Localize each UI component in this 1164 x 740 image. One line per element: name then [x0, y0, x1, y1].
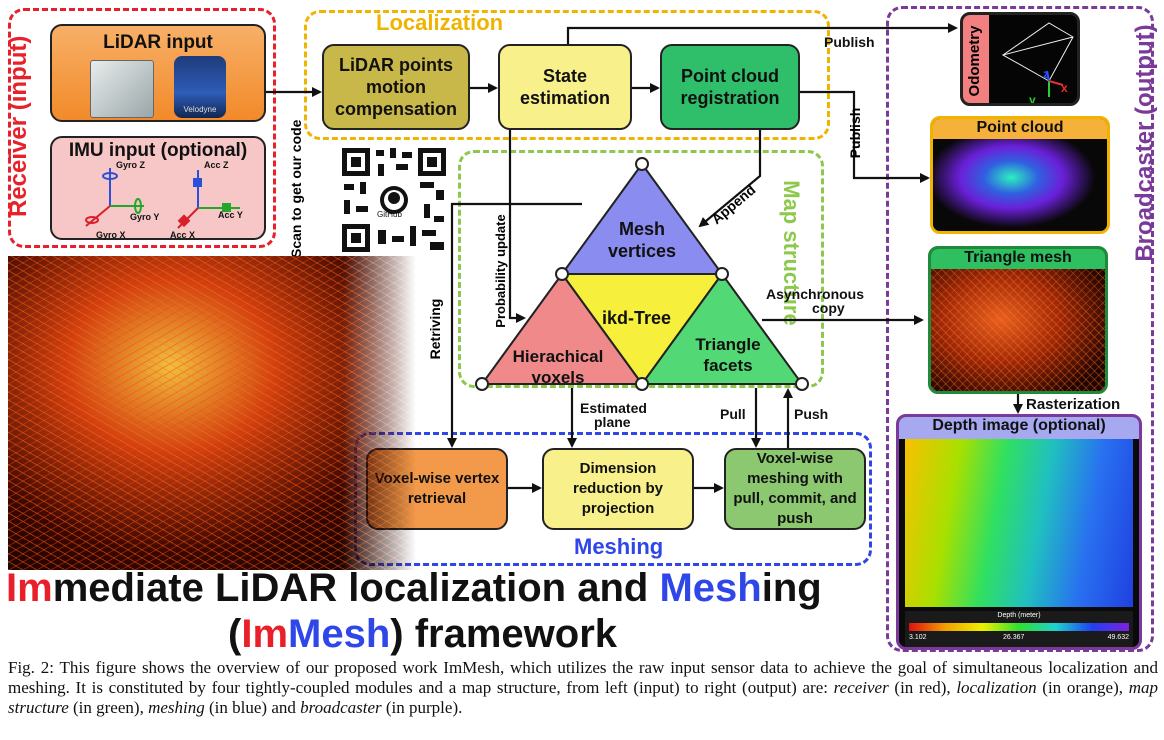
registration-box: Point cloud registration [660, 44, 800, 130]
push-label: Push [794, 406, 829, 422]
mesh-render-image [8, 256, 416, 570]
headline-line-2: (ImMesh) framework [228, 612, 617, 657]
velodyne-label: Velodyne [183, 105, 217, 114]
point-cloud-panel: Point cloud [930, 116, 1110, 234]
caption-meshing: meshing [148, 698, 205, 717]
headline-ing: ing [761, 566, 822, 610]
depth-scale-bar: Depth (meter) 3.102 26.367 49.632 [905, 611, 1133, 647]
velodyne-sensor-icon [174, 56, 226, 118]
figure-caption: Fig. 2: This figure shows the overview o… [8, 658, 1158, 718]
headline-mesh2: Mesh [288, 612, 391, 656]
caption-part-5: (in blue) and [204, 698, 301, 717]
imu-axes-icon [85, 168, 240, 229]
hierachical-voxels-label: Hierachical voxels [512, 347, 604, 387]
triangle-facets-label: Triangle facets [695, 335, 761, 375]
pull-label: Pull [720, 406, 746, 422]
headline-im2: Im [241, 612, 289, 656]
async-copy-label-1: Asynchronous [766, 286, 865, 302]
qr-code-icon [340, 146, 448, 254]
depth-colormap [909, 623, 1129, 631]
voxel-meshing-box: Voxel-wise meshing with pull, commit, an… [724, 448, 866, 530]
headline-mesh: Mesh [659, 566, 762, 610]
acc-z-label: Acc Z [204, 160, 229, 170]
gyro-y-label: Gyro Y [130, 212, 160, 222]
odo-axis-x: x [1061, 81, 1068, 95]
depth-unit-label: Depth (meter) [997, 612, 1041, 619]
triangle-mesh-label: Triangle mesh [931, 249, 1105, 269]
lidar-input-label: LiDAR input [103, 32, 213, 53]
broadcaster-title: Broadcaster (output) [1131, 24, 1158, 262]
gyro-x-label: Gyro X [96, 230, 126, 240]
headline-line-1: Immediate LiDAR localization and Meshing [6, 566, 822, 611]
dimension-reduction-box: Dimension reduction by projection [542, 448, 694, 530]
caption-receiver: receiver [833, 678, 889, 697]
localization-title: Localization [376, 10, 504, 35]
broadcaster-frame [886, 6, 1154, 652]
odo-axis-y: y [1029, 93, 1036, 106]
odometry-label: Odometry [966, 25, 983, 97]
qr-scan-text: Scan to get our code [288, 119, 304, 258]
point-cloud-label: Point cloud [933, 119, 1107, 139]
depth-mid-label: 26.367 [1003, 634, 1025, 641]
headline-close: ) framework [390, 612, 618, 656]
odometry-panel: Odometry x y z [960, 12, 1080, 106]
caption-localization: localization [956, 678, 1037, 697]
depth-min-label: 3.102 [909, 634, 927, 641]
triangle-mesh-image [931, 269, 1105, 391]
async-copy-label-2: copy [812, 300, 845, 316]
livox-sensor-icon [90, 60, 154, 118]
mesh-vertices-label: Mesh vertices [607, 219, 677, 261]
estimated-plane-label-1: Estimated [580, 400, 647, 416]
localization-frame [304, 10, 830, 140]
receiver-frame [8, 8, 276, 248]
depth-image-view [905, 439, 1133, 607]
publish-label-1: Publish [824, 34, 875, 50]
odometry-label-bg [963, 15, 989, 103]
gyro-z-label: Gyro Z [116, 160, 146, 170]
acc-x-label: Acc X [170, 230, 196, 240]
odo-axis-z: z [1043, 67, 1049, 81]
depth-max-label: 49.632 [1107, 634, 1129, 641]
headline-im: Im [6, 566, 53, 610]
ikd-tree-label: ikd-Tree [602, 308, 672, 328]
caption-broadcaster: broadcaster [300, 698, 382, 717]
rasterization-label: Rasterization [1026, 396, 1121, 413]
meshing-title: Meshing [574, 534, 664, 559]
imu-input-label: IMU input (optional) [68, 140, 248, 161]
probability-update-label: Probability update [493, 214, 508, 328]
imu-input-box: IMU input (optional) Gyro Z Gyro Y Gyro … [50, 136, 266, 240]
odometry-trajectory [1001, 22, 1074, 97]
headline-mediate: mediate LiDAR localization and [52, 566, 660, 610]
qr-github-label: GitHub [377, 210, 402, 219]
caption-map-structure: map structure [8, 678, 1158, 717]
caption-part-2: (in red), [888, 678, 957, 697]
caption-part-4: (in green), [68, 698, 149, 717]
retriving-label: Retriving [427, 298, 443, 360]
lidar-input-box: LiDAR input Velodyne [50, 24, 266, 122]
point-cloud-image [933, 139, 1107, 231]
acc-y-label: Acc Y [218, 210, 243, 220]
headline-open: ( [228, 612, 242, 656]
state-estimation-box: State estimation [498, 44, 632, 130]
depth-image-label: Depth image (optional) [899, 417, 1139, 439]
publish-label-2: Publish [847, 107, 863, 159]
depth-image-panel: Depth image (optional) Depth (meter) 3.1… [896, 414, 1142, 650]
receiver-title: Receiver (input) [5, 35, 32, 217]
estimated-plane-label-2: plane [594, 414, 631, 430]
motion-compensation-box: LiDAR points motion compensation [322, 44, 470, 130]
triangle-mesh-panel: Triangle mesh [928, 246, 1108, 394]
caption-part-6: (in purple). [381, 698, 463, 717]
caption-part-3: (in orange), [1036, 678, 1129, 697]
caption-part-1: Fig. 2: This figure shows the overview o… [8, 658, 1158, 697]
